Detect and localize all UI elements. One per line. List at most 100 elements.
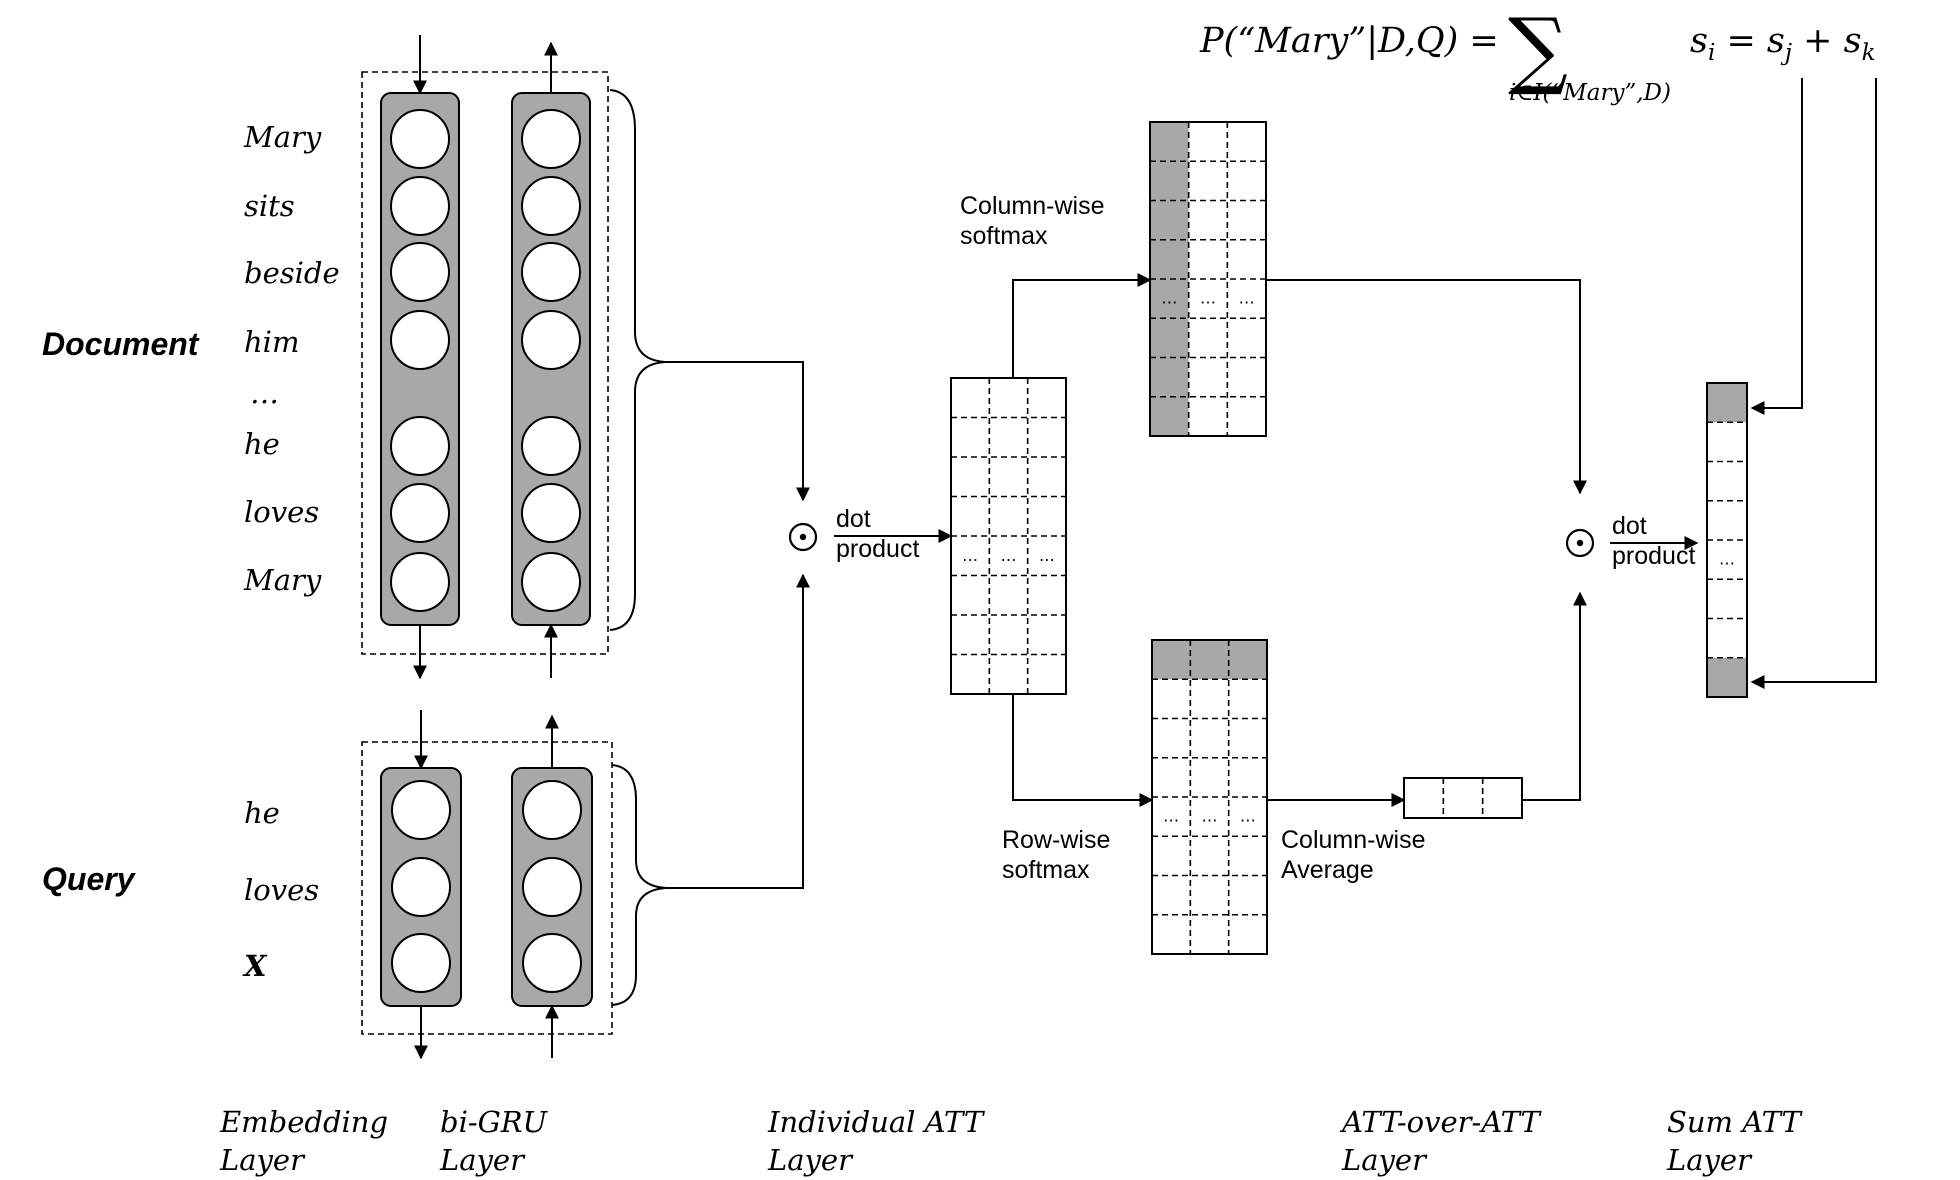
document-bigru-frame — [361, 71, 609, 655]
product-label: product — [1612, 542, 1695, 570]
column-average-vector — [1403, 777, 1523, 819]
colwise-softmax-label: Column-wise — [960, 192, 1104, 220]
sk-to-vector-arrow — [1750, 78, 1877, 689]
hidden-state-node — [390, 310, 450, 370]
layer-labels: Embedding Layer bi-GRU Layer Individual … — [219, 1105, 1803, 1177]
rowwise-softmax-label: Row-wise — [1002, 826, 1110, 854]
ellipsis: … — [1239, 289, 1255, 308]
dot-label: dot — [1612, 512, 1647, 540]
row-softmax-grid: ……… — [1151, 639, 1268, 955]
column-softmax-matrix: … … … — [1149, 121, 1267, 437]
colwise-average-label: Column-wise — [1281, 826, 1425, 854]
hidden-state-node — [390, 176, 450, 236]
to-column-softmax-arrow — [1012, 273, 1152, 378]
document-label: Document — [42, 326, 200, 362]
query-words: he loves X — [242, 796, 319, 983]
shaded-row — [1152, 640, 1267, 680]
hidden-state-node — [390, 483, 450, 543]
column-softmax-grid: … … … — [1149, 121, 1267, 437]
query-bigru-frame — [361, 741, 613, 1035]
formula: P(“Mary”|D,Q) = ∑ i∈I(“Mary”,D) si = sj … — [1199, 0, 1876, 106]
query-word: he — [244, 796, 280, 830]
to-row-softmax-arrow — [1012, 694, 1154, 807]
hidden-state-node — [390, 552, 450, 612]
sum-att-cells: … — [1706, 382, 1748, 698]
dot-product-operator-2: dot product — [1565, 512, 1699, 570]
document-word: beside — [244, 256, 340, 290]
layer-label: Layer — [439, 1143, 526, 1177]
hidden-state-node — [521, 242, 581, 302]
hidden-state-node — [391, 780, 451, 840]
hidden-state-node — [390, 416, 450, 476]
hidden-state-node — [521, 483, 581, 543]
column-average-cells — [1403, 777, 1523, 819]
rowwise-softmax-label: softmax — [1002, 856, 1090, 884]
hidden-state-node — [391, 933, 451, 993]
formula-lhs: P(“Mary”|D,Q) = — [1199, 21, 1499, 61]
document-word: … — [250, 376, 279, 410]
matrix-border — [1403, 777, 1523, 819]
document-word: loves — [244, 495, 319, 529]
document-word: sits — [244, 189, 295, 223]
hidden-state-node — [391, 857, 451, 917]
individual-att-matrix: … … … — [950, 377, 1067, 695]
document-to-dot-arrow — [665, 361, 810, 502]
hidden-state-node — [521, 416, 581, 476]
query-hidden-nodes — [391, 780, 582, 993]
product-label: product — [836, 535, 919, 563]
hidden-state-node — [521, 552, 581, 612]
ellipsis: … — [1001, 546, 1017, 565]
ellipsis: … — [1039, 546, 1055, 565]
average-to-dot-arrow — [1522, 591, 1587, 801]
colwise-average-label: Average — [1281, 856, 1374, 884]
ellipsis: … — [1240, 807, 1256, 826]
ellipsis: … — [1163, 807, 1179, 826]
query-to-dot-arrow — [666, 573, 810, 889]
document-words: Mary sits beside him … he loves Mary — [243, 120, 340, 597]
layer-label: Layer — [1341, 1143, 1428, 1177]
hidden-state-node — [390, 242, 450, 302]
matrix-border — [1706, 382, 1748, 698]
shaded-row — [1707, 383, 1747, 423]
document-word: Mary — [243, 120, 322, 154]
hidden-state-node — [521, 310, 581, 370]
layer-label: bi-GRU — [440, 1105, 549, 1139]
hidden-state-node — [522, 933, 582, 993]
hidden-state-node — [522, 780, 582, 840]
document-word: Mary — [243, 563, 322, 597]
hidden-state-node — [521, 176, 581, 236]
query-label: Query — [42, 861, 137, 897]
dot-product-operator-1: dot product — [788, 505, 953, 563]
formula-rhs: si = sj + sk — [1690, 21, 1876, 66]
layer-label: Layer — [219, 1143, 306, 1177]
matrix-border — [950, 377, 1067, 695]
ellipsis: … — [1161, 289, 1177, 308]
hidden-state-node — [522, 857, 582, 917]
document-bigru-block — [361, 35, 666, 680]
ellipsis: … — [962, 546, 978, 565]
formula-sum-index: i∈I(“Mary”,D) — [1509, 80, 1671, 106]
document-word: he — [244, 427, 280, 461]
document-word: him — [244, 325, 299, 359]
query-word: loves — [244, 873, 319, 907]
ellipsis: … — [1719, 550, 1735, 569]
attention-matrix-grid: … … … — [950, 377, 1067, 695]
hidden-state-node — [390, 109, 450, 169]
sj-to-vector-arrow — [1750, 78, 1803, 415]
odot-center — [799, 533, 807, 541]
layer-label: Layer — [1666, 1143, 1753, 1177]
hidden-state-node — [521, 109, 581, 169]
shaded-row — [1707, 657, 1747, 697]
layer-label: Individual ATT — [767, 1105, 986, 1139]
document-brace — [609, 89, 666, 631]
row-softmax-matrix: ……… — [1151, 639, 1268, 955]
colwise-softmax-label: softmax — [960, 222, 1048, 250]
query-word: X — [242, 949, 268, 983]
dot-label: dot — [836, 505, 871, 533]
ellipsis: … — [1200, 289, 1216, 308]
layer-label: Layer — [767, 1143, 854, 1177]
layer-label: Sum ATT — [1667, 1105, 1803, 1139]
layer-label: Embedding — [219, 1105, 388, 1139]
query-bigru-block — [361, 710, 667, 1060]
